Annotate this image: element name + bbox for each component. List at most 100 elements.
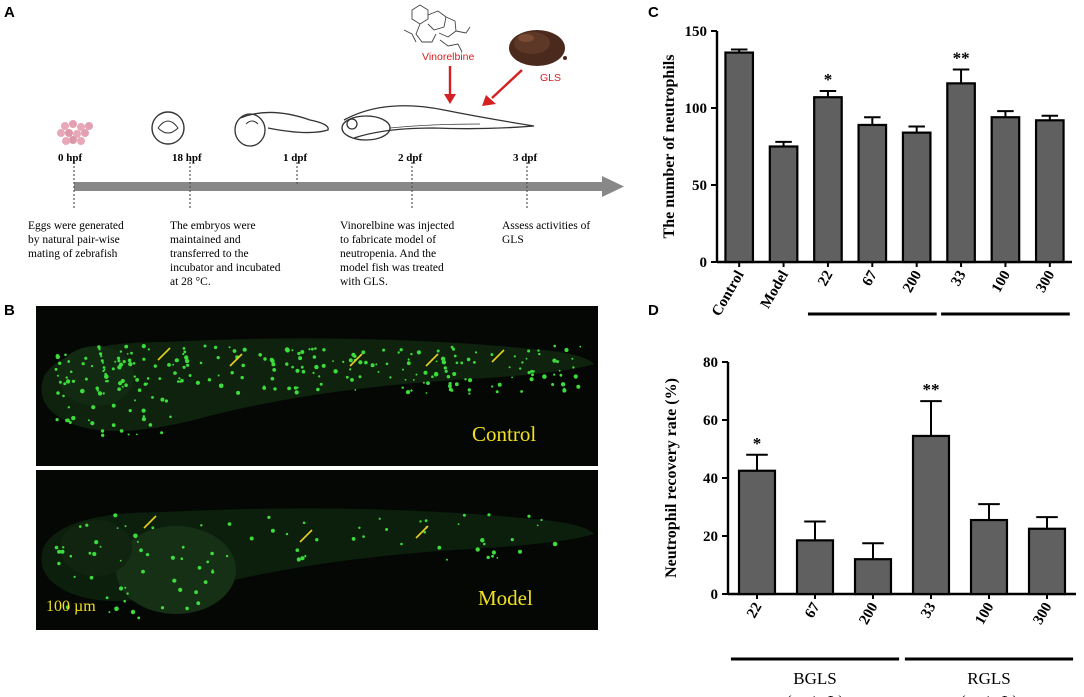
neutrophil-dot [527, 349, 531, 353]
neutrophil-dot [444, 369, 448, 373]
neutrophil-dot [377, 370, 380, 373]
neutrophil-dot [258, 353, 262, 357]
timeline-desc-3dpf: Assess activities of GLS [502, 219, 632, 247]
timeline-panel: 0 hpf 18 hpf 1 dpf 2 dpf 3 dpf Vinorelbi… [0, 0, 640, 300]
neutrophil-dot [151, 396, 154, 399]
neutrophil-dot [446, 558, 448, 561]
neutrophil-dot [232, 349, 237, 353]
neutrophil-dot [137, 616, 141, 620]
neutrophil-dot [270, 528, 275, 533]
desc-line: to fabricate model of [340, 234, 437, 246]
neutrophil-dot [99, 545, 102, 548]
neutrophil-dot [141, 417, 146, 422]
neutrophil-dot [182, 352, 185, 356]
neutrophil-dot [55, 418, 59, 422]
neutrophil-dot [80, 388, 85, 394]
neutrophil-dot [146, 377, 150, 380]
neutrophil-dot [508, 366, 511, 369]
neutrophil-dot [135, 378, 139, 382]
neutrophil-dot [527, 371, 531, 375]
neutrophil-dot [487, 513, 491, 517]
neutrophil-dot [67, 360, 71, 363]
model-caption: Model [478, 586, 533, 610]
neutrophil-dot [249, 536, 254, 541]
neutrophil-dot [574, 376, 578, 379]
model-neutrophil-dots [54, 513, 558, 620]
neutrophil-dot [227, 522, 232, 526]
neutrophil-dot [145, 553, 150, 557]
neutrophil-dot [291, 349, 294, 352]
neutrophil-dot [495, 390, 499, 394]
neutrophil-dot [143, 382, 147, 386]
neutrophil-dot [90, 365, 94, 368]
timeline-label-1dpf: 1 dpf [283, 152, 308, 164]
neutrophil-dot [116, 527, 119, 529]
desc-line: transferred to the [170, 248, 249, 260]
x-tick-label: 200 [856, 600, 881, 627]
neutrophil-dot [423, 530, 427, 534]
neutrophil-dot [382, 348, 386, 352]
neutrophil-dot [315, 365, 319, 369]
neutrophil-dot [173, 371, 177, 375]
neutrophil-dot [207, 378, 212, 382]
neutrophil-dot [134, 399, 136, 402]
neutrophil-dot [322, 348, 326, 352]
bar [737, 469, 777, 596]
x-tick-label: 67 [859, 268, 881, 289]
embryo-18hpf-illustration [151, 111, 185, 145]
neutrophil-dot [521, 361, 524, 364]
neutrophil-dot [56, 391, 60, 395]
neutrophil-dot [118, 362, 124, 367]
neutrophil-dot [270, 376, 275, 381]
neutrophil-dot [158, 377, 162, 380]
neutrophil-dot [295, 548, 300, 552]
neutrophil-dot [170, 555, 175, 560]
neutrophil-dot [178, 377, 181, 380]
neutrophil-dot [422, 381, 425, 384]
control-neutrophil-dots [54, 344, 582, 437]
neutrophil-dot [480, 538, 485, 543]
bar [768, 145, 799, 264]
neutrophil-dot [174, 359, 178, 362]
neutrophil-dot [69, 370, 73, 374]
timeline-axis [74, 176, 624, 197]
y-tick-label: 80 [703, 355, 718, 371]
neutrophil-dot [108, 611, 111, 614]
neutrophil-dot [68, 421, 72, 424]
neutrophil-dot [114, 606, 119, 612]
y-tick-label: 0 [700, 255, 708, 271]
neutrophil-dot [552, 358, 557, 363]
x-tick-label: 22 [744, 600, 765, 621]
significance-label: * [753, 434, 762, 453]
gls-label: GLS [540, 72, 562, 84]
group-unit: (µg/mL) [786, 692, 844, 697]
bar [857, 123, 888, 264]
neutrophil-dot [399, 348, 403, 352]
neutrophil-dot [436, 349, 440, 353]
neutrophil-dot [196, 601, 201, 606]
bar [1027, 527, 1067, 596]
neutrophil-dot [572, 366, 575, 369]
x-tick-label: 200 [900, 268, 925, 295]
neutrophil-dot [468, 392, 471, 395]
neutrophil-dot [79, 525, 82, 528]
bar [1034, 119, 1065, 264]
x-tick-label: 300 [1033, 268, 1058, 295]
neutrophil-dot [119, 350, 123, 353]
neutrophil-dot [345, 375, 349, 379]
neutrophil-dot [385, 528, 389, 531]
y-axis-title: The number of neutrophils [661, 55, 678, 239]
neutrophil-dot [180, 557, 184, 560]
neutrophil-dot [563, 387, 566, 391]
y-tick-label: 20 [703, 529, 718, 545]
neutrophil-dot [65, 379, 71, 384]
neutrophil-dot [332, 360, 334, 362]
neutrophil-dot [486, 555, 490, 560]
neutrophil-dot [297, 351, 301, 356]
neutrophil-dot [540, 518, 543, 522]
y-tick-label: 50 [692, 178, 707, 194]
neutrophil-dot [119, 429, 124, 433]
control-fish-image: Control [36, 306, 598, 466]
x-tick-label: 300 [1030, 600, 1055, 627]
